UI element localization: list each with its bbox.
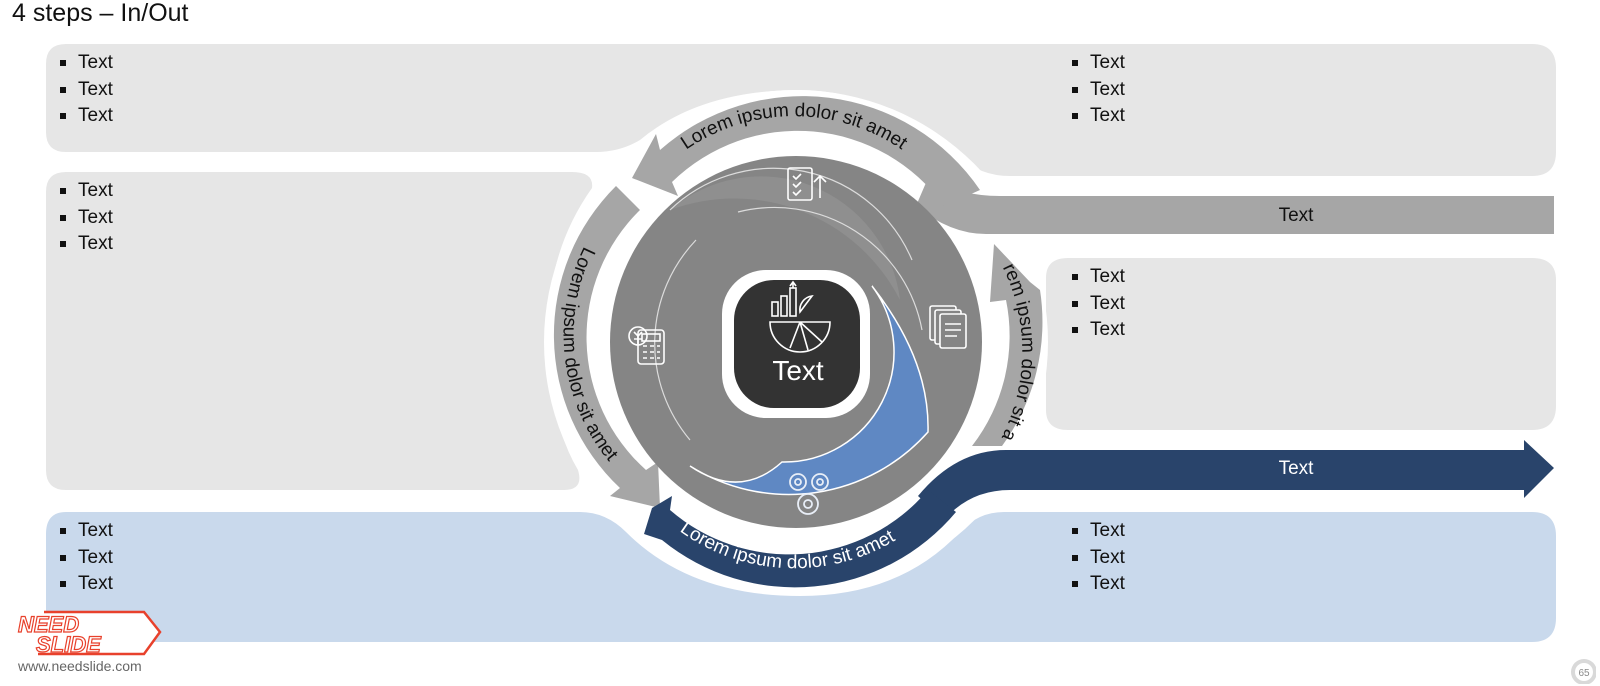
center-label: Text bbox=[772, 355, 824, 386]
page-number: 65 bbox=[1578, 668, 1590, 679]
footer-url: www.needslide.com bbox=[18, 658, 142, 674]
list-item: Text bbox=[1070, 50, 1125, 77]
right-arrow bbox=[972, 244, 1043, 446]
bullets-bottom-right: Text Text Text bbox=[1070, 518, 1125, 598]
bullets-bottom-left: Text Text Text bbox=[58, 518, 113, 598]
panel-mid-left bbox=[46, 172, 593, 490]
left-arrow bbox=[553, 186, 660, 508]
list-item: Text bbox=[58, 77, 113, 104]
list-item: Text bbox=[58, 50, 113, 77]
list-item: Text bbox=[58, 518, 113, 545]
needslide-logo: NEED SLIDE bbox=[17, 610, 162, 658]
blue-output-arrow bbox=[918, 440, 1554, 520]
list-item: Text bbox=[1070, 545, 1125, 572]
list-item: Text bbox=[1070, 571, 1125, 598]
analytics-icon bbox=[769, 280, 831, 353]
list-item: Text bbox=[58, 545, 113, 572]
list-item: Text bbox=[1070, 103, 1125, 130]
list-item: Text bbox=[1070, 291, 1125, 318]
list-item: Text bbox=[58, 231, 113, 258]
blue-bar-label: Text bbox=[1279, 458, 1315, 479]
center-hub bbox=[734, 280, 860, 408]
list-item: Text bbox=[1070, 518, 1125, 545]
page-number-badge: 65 bbox=[1571, 659, 1596, 684]
logo-text-slide: SLIDE bbox=[36, 632, 102, 657]
calculator-icon bbox=[628, 326, 665, 365]
gray-bar-label: Text bbox=[1279, 205, 1315, 226]
checklist-icon bbox=[787, 167, 827, 201]
list-item: Text bbox=[58, 571, 113, 598]
gears-icon bbox=[789, 473, 829, 515]
blue-segment bbox=[689, 285, 929, 496]
logo-text-need: NEED bbox=[18, 612, 79, 637]
list-item: Text bbox=[58, 178, 113, 205]
top-arrow bbox=[632, 96, 980, 206]
list-item: Text bbox=[1070, 264, 1125, 291]
list-item: Text bbox=[58, 205, 113, 232]
bottom-arrow bbox=[644, 490, 956, 588]
panel-bottom bbox=[46, 512, 1556, 642]
bullets-mid-left: Text Text Text bbox=[58, 178, 113, 258]
list-item: Text bbox=[1070, 77, 1125, 104]
bullets-mid-right: Text Text Text bbox=[1070, 264, 1125, 344]
list-item: Text bbox=[58, 103, 113, 130]
panel-mid-right bbox=[1046, 258, 1556, 430]
list-item: Text bbox=[1070, 317, 1125, 344]
bullets-top-left: Text Text Text bbox=[58, 50, 113, 130]
bullets-top-right: Text Text Text bbox=[1070, 50, 1125, 130]
gray-output-bar bbox=[916, 178, 1554, 234]
panel-top bbox=[46, 44, 1556, 176]
slide-title: 4 steps – In/Out bbox=[12, 0, 189, 27]
documents-icon bbox=[929, 305, 967, 349]
